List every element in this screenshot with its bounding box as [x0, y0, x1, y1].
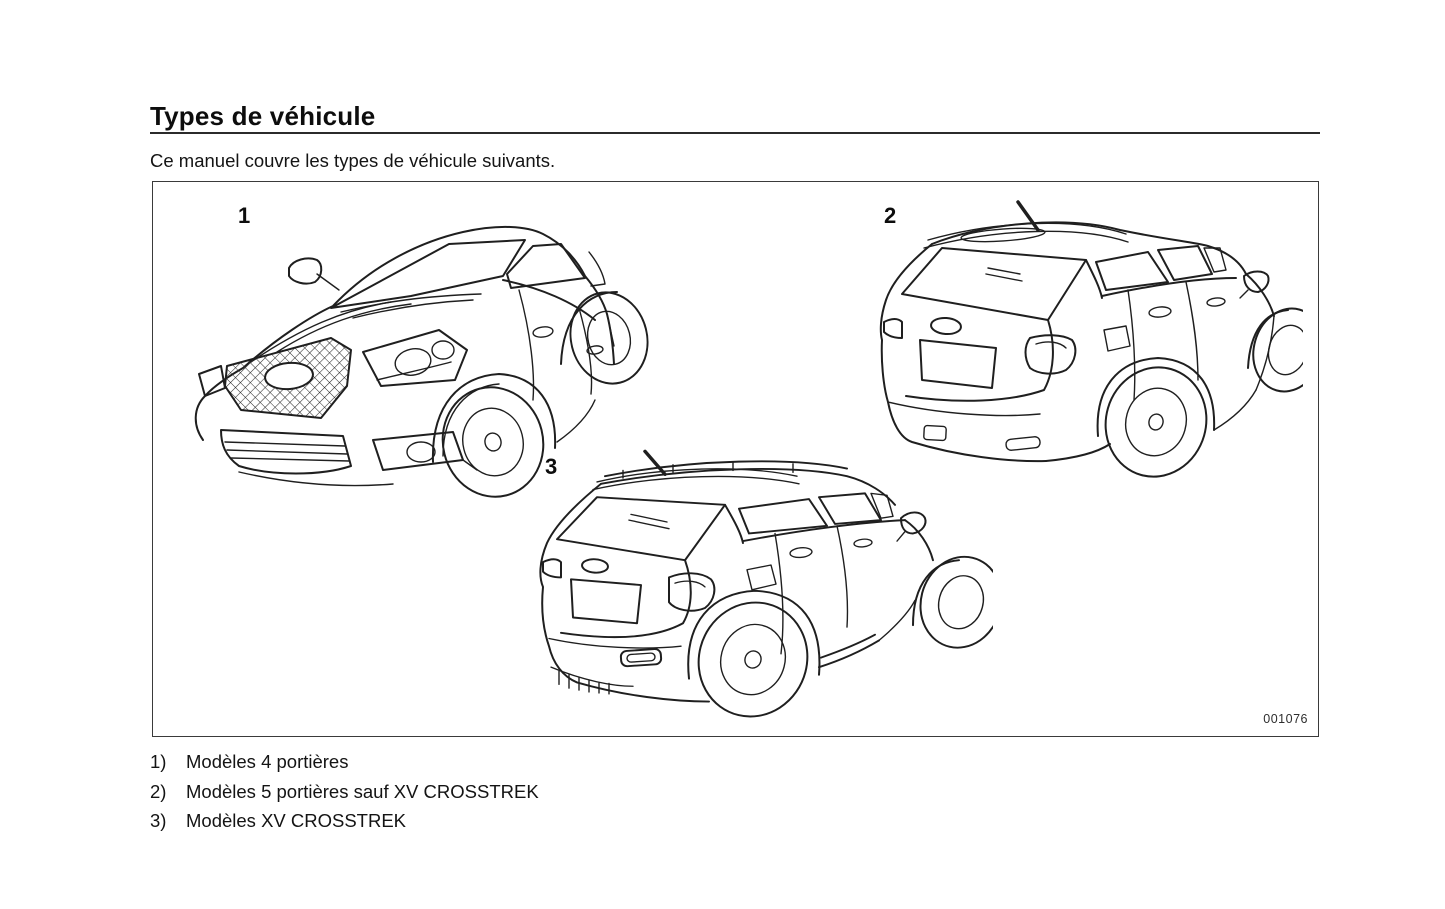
hatch-taillights — [883, 318, 1077, 375]
fuel-door — [1103, 325, 1131, 352]
antenna — [643, 449, 667, 476]
xv-side — [724, 492, 934, 655]
xv-wheels — [687, 555, 993, 718]
sedan-bumper — [220, 429, 478, 487]
legend-item-3: 3) Modèles XV CROSSTREK — [150, 810, 539, 832]
figure-label-3: 3 — [545, 454, 558, 479]
side-mirror — [1243, 270, 1270, 293]
legend-list: 1) Modèles 4 portières 2) Modèles 5 port… — [150, 751, 539, 840]
legend-label: Modèles 4 portières — [186, 751, 349, 772]
legend-item-2: 2) Modèles 5 portières sauf XV CROSSTREK — [150, 781, 539, 803]
intro-text: Ce manuel couvre les types de véhicule s… — [150, 150, 556, 171]
hatch-wheels — [1045, 307, 1303, 478]
side-mirror — [900, 511, 927, 535]
legend-number: 1) — [150, 751, 167, 772]
legend-label: Modèles XV CROSSTREK — [186, 810, 407, 831]
page-title: Types de véhicule — [150, 101, 376, 131]
vehicle-types-figure: 1 2 3 — [152, 181, 1319, 737]
brand-badge — [264, 361, 314, 391]
sedan-headlights — [198, 329, 468, 397]
xv-body — [539, 468, 896, 703]
xv-roof-rails — [604, 449, 848, 479]
figure-code: 001076 — [1263, 712, 1308, 726]
vehicle-2-hatchback-illustration — [879, 200, 1303, 478]
sedan-wheels — [431, 291, 649, 498]
title-underline — [150, 132, 1320, 134]
legend-item-1: 1) Modèles 4 portières — [150, 751, 539, 773]
hatch-body — [879, 221, 1247, 463]
xv-taillights — [542, 558, 716, 612]
sedan-grille — [224, 337, 352, 419]
fuel-door — [746, 564, 777, 591]
figure-label-1: 1 — [238, 203, 251, 228]
legend-label: Modèles 5 portières sauf XV CROSSTREK — [186, 780, 539, 802]
vehicle-3-crosstrek-illustration — [539, 449, 993, 718]
fog-lamp — [406, 441, 436, 463]
figure-label-2: 2 — [884, 203, 897, 228]
legend-number: 3) — [150, 810, 167, 831]
reflector — [1005, 436, 1041, 451]
hatch-side — [1085, 245, 1275, 401]
vehicle-1-sedan-illustration — [194, 225, 649, 498]
hatch-antenna — [1016, 200, 1040, 232]
brand-badge — [930, 316, 962, 336]
sedan-mirror — [288, 257, 340, 291]
brand-badge — [581, 558, 609, 574]
legend-number: 2) — [150, 780, 167, 802]
